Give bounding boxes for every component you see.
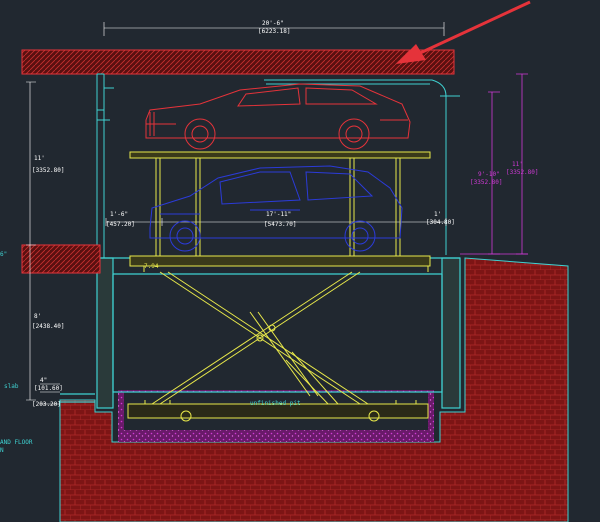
dim-right-height-mm: [3352.80]: [506, 169, 539, 176]
dim-right-height: 11': [512, 161, 523, 168]
dim-left-height: 11': [34, 155, 45, 162]
dim-car-length-mm: [5473.70]: [264, 221, 297, 228]
dim-slab-small-mm: [101.60]: [34, 385, 63, 392]
dim-car-length: 17'-11": [266, 211, 291, 218]
lower-car: [149, 165, 403, 252]
dim-small-left: 6": [0, 251, 7, 258]
magenta-dimensions: [460, 73, 528, 255]
label-platform-tag: 7.94: [144, 263, 159, 270]
dimension-lines: [26, 22, 447, 405]
dim-left-offset: 1'-6": [110, 211, 128, 218]
roof-slab: [21, 49, 455, 75]
dim-left-offset-mm: [457.20]: [106, 221, 135, 228]
dim-top-width-mm: [6223.18]: [258, 28, 291, 35]
label-mechanism-note: unfinished pit: [250, 400, 301, 407]
upper-platform: [129, 151, 431, 272]
right-header: [264, 79, 460, 255]
dim-left-height-mm: [3352.80]: [32, 167, 65, 174]
upper-car: [145, 83, 411, 150]
dim-lower-height: 8': [34, 313, 41, 320]
label-ground-floor: AND FLOOR: [0, 439, 33, 446]
dim-inner-height: 9'-10": [478, 171, 500, 178]
dim-inner-height-mm: [3352.80]: [470, 179, 503, 186]
dim-right-offset-mm: [304.80]: [426, 219, 455, 226]
dim-slab-other-mm: [203.20]: [32, 401, 61, 408]
pointer-arrow: [396, 0, 531, 64]
scissor-lift: [127, 271, 429, 422]
ground-soil: [59, 257, 569, 522]
dim-slab-small: 4": [40, 377, 47, 384]
label-slab: slab: [4, 383, 19, 390]
left-wall: [21, 73, 114, 274]
label-ground-floor-2: N: [0, 447, 4, 454]
dim-lower-height-mm: [2438.40]: [32, 323, 65, 330]
dim-right-offset: 1': [434, 211, 441, 218]
dim-top-width: 20'-6": [262, 20, 284, 27]
